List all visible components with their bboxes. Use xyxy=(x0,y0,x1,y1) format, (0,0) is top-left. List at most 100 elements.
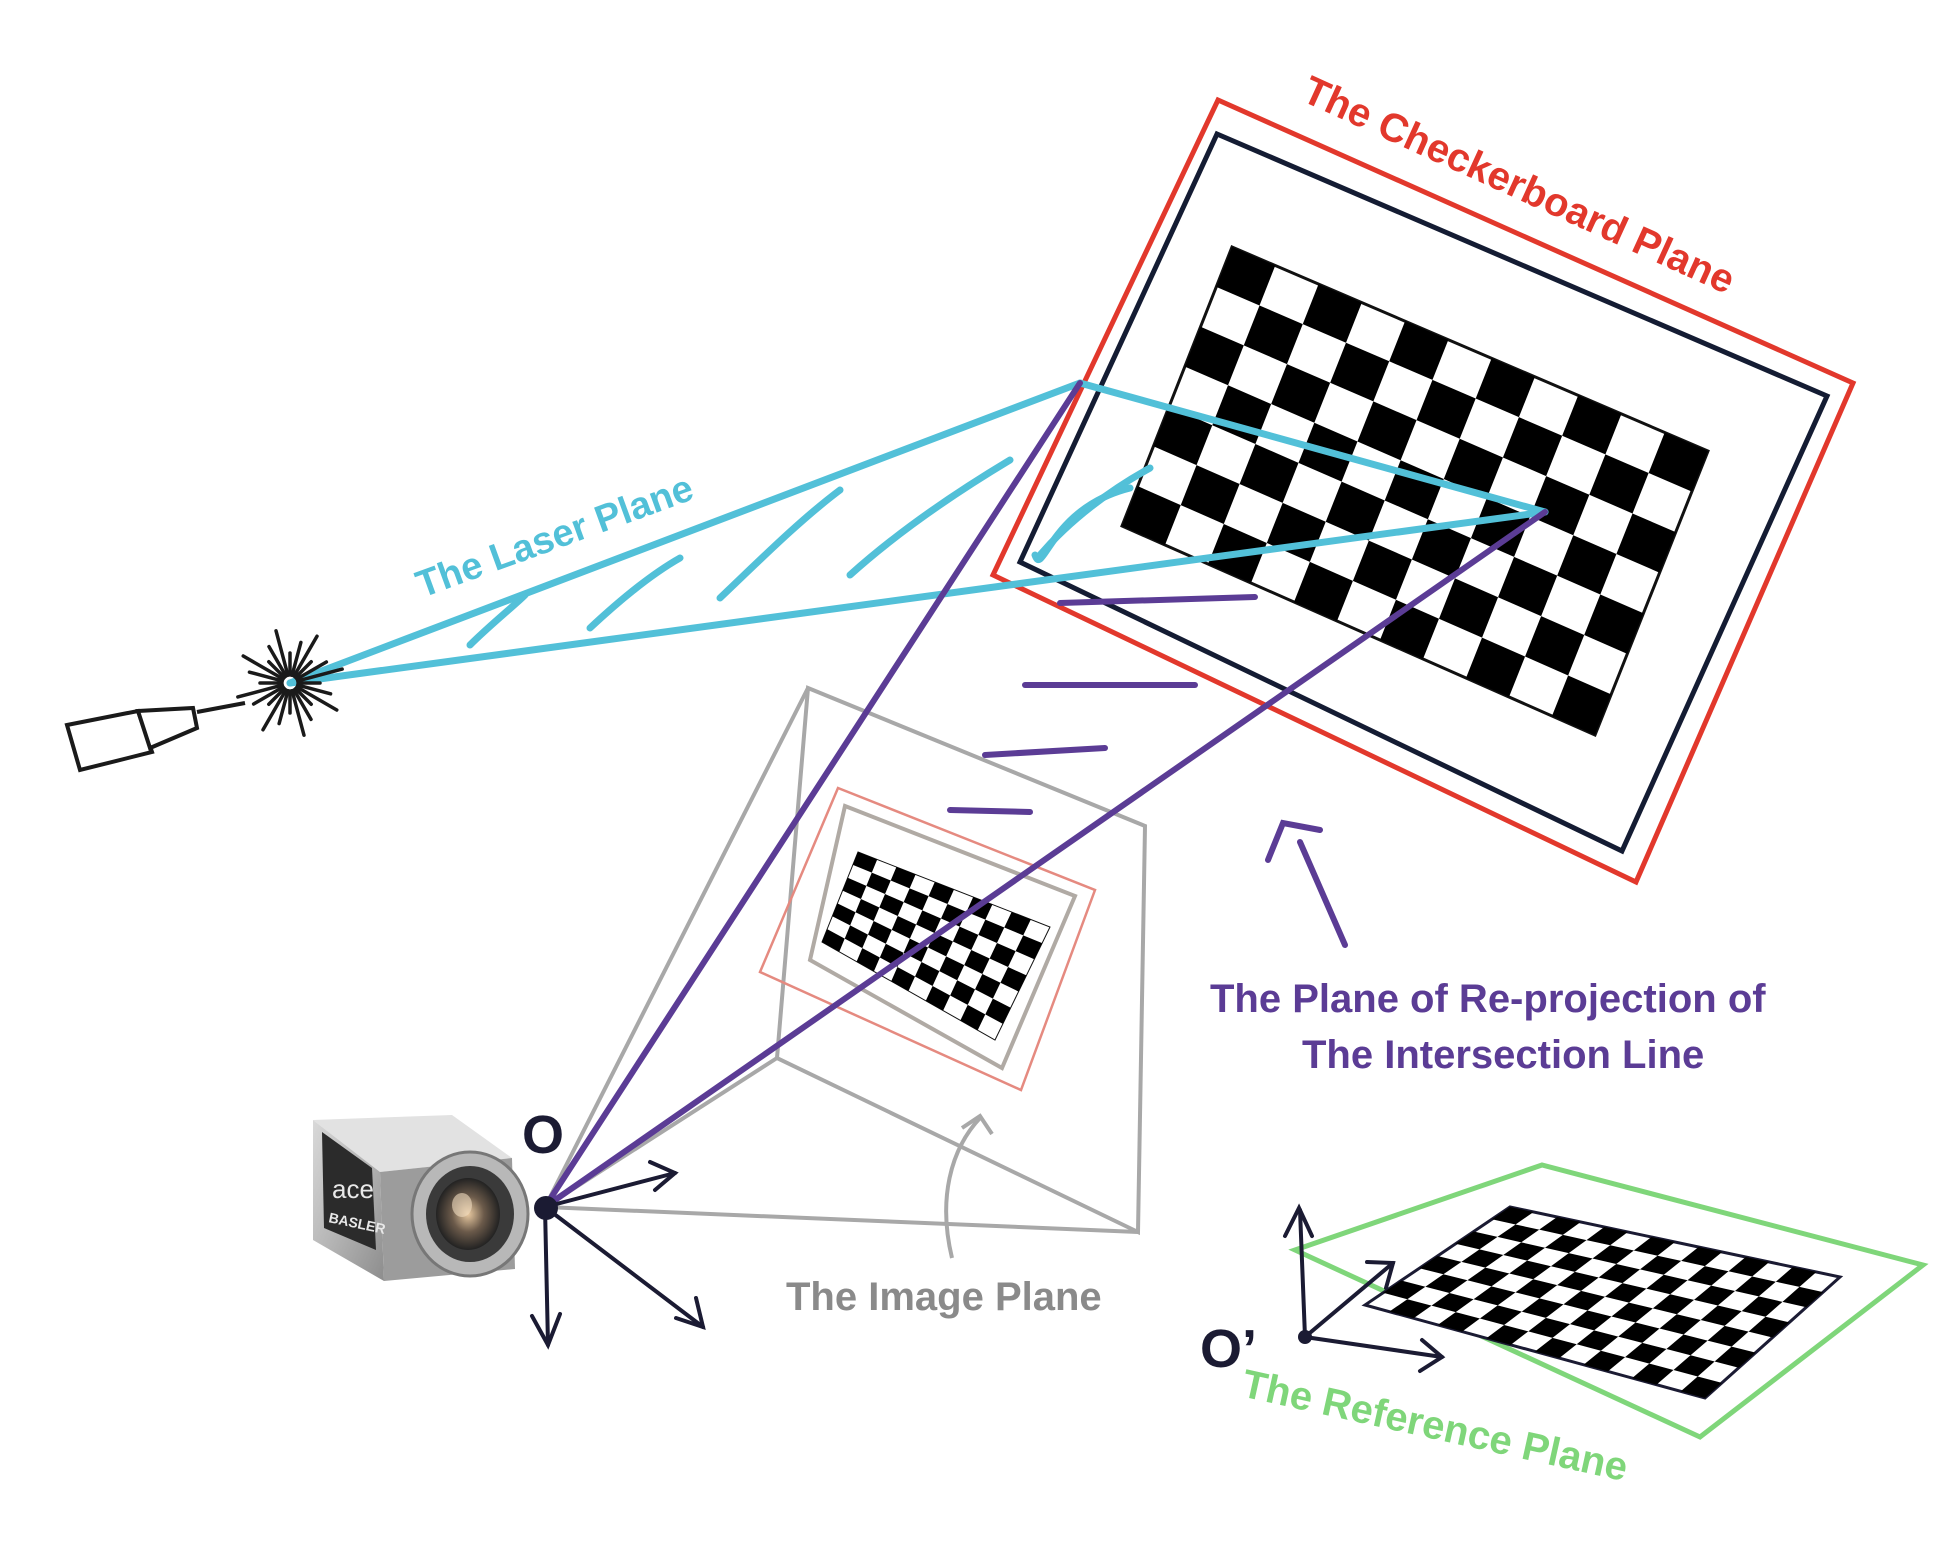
checkerboard-plane xyxy=(989,96,1857,886)
checker-square xyxy=(1000,966,1027,992)
checker-square xyxy=(1431,1292,1474,1313)
checker-square xyxy=(1700,1305,1742,1326)
checker-square xyxy=(1443,438,1503,498)
checkerboard-plane-outline xyxy=(989,96,1857,886)
laser-burst-ray xyxy=(267,686,287,706)
checker-square xyxy=(1535,1337,1577,1359)
laser-burst-ray xyxy=(241,654,285,681)
checker-square xyxy=(1528,1317,1570,1338)
checker-square xyxy=(1659,1314,1701,1335)
checker-square xyxy=(1389,1299,1432,1319)
checker-square xyxy=(1216,247,1276,306)
checker-square xyxy=(1557,535,1617,595)
checker-square xyxy=(1425,1274,1468,1293)
checker-square xyxy=(1004,912,1031,936)
reference-plane-label: The Reference Plane xyxy=(1238,1362,1632,1490)
checker-square xyxy=(1583,1350,1626,1372)
laser-burst-ray xyxy=(290,640,303,678)
checker-square xyxy=(1294,561,1353,621)
laser-burst-ray xyxy=(274,629,290,678)
laser-burst-ray xyxy=(267,644,288,678)
checker-square xyxy=(1525,616,1585,676)
checker-square xyxy=(1239,444,1299,503)
checker-square xyxy=(1605,1283,1647,1303)
laser-plane xyxy=(286,379,1549,687)
laser-burst-ray xyxy=(251,685,285,706)
image-plane-pointer xyxy=(944,1116,982,1259)
checker-square xyxy=(1584,594,1644,654)
checker-square xyxy=(1782,1286,1824,1308)
image-frustum-edge xyxy=(543,687,810,1208)
checker-square xyxy=(1552,675,1612,735)
checker-square xyxy=(856,948,880,972)
checker-square xyxy=(1411,519,1471,579)
checker-square xyxy=(964,949,990,974)
checker-square xyxy=(1616,513,1676,573)
checker-square xyxy=(1153,406,1213,466)
checkerboard-plane-label: The Checkerboard Plane xyxy=(1296,68,1741,303)
checker-square xyxy=(1563,1290,1605,1311)
checker-square xyxy=(879,894,904,917)
laser-burst-ray xyxy=(290,688,306,737)
checker-square xyxy=(1570,1310,1612,1331)
checkerboard-pattern xyxy=(1120,245,1710,738)
checker-square xyxy=(1666,1334,1708,1356)
checker-square xyxy=(1015,935,1043,960)
checker-square xyxy=(1475,358,1535,418)
checker-square xyxy=(1741,1296,1783,1317)
checker-square xyxy=(1389,321,1449,380)
checker-square xyxy=(960,1004,986,1031)
checker-square xyxy=(1562,395,1622,455)
checker-square xyxy=(1479,1305,1522,1325)
laser-burst-ray xyxy=(293,686,313,706)
checker-square xyxy=(1271,364,1331,423)
checker-square xyxy=(1576,1330,1619,1351)
checker-square xyxy=(1473,1286,1516,1306)
checker-square xyxy=(891,967,915,991)
checker-square xyxy=(1673,1355,1715,1377)
checker-square xyxy=(1707,1325,1749,1347)
checker-square xyxy=(1184,326,1244,386)
checker-square xyxy=(1352,540,1412,600)
checker-square xyxy=(1521,1298,1564,1318)
checker-square xyxy=(1503,1242,1545,1261)
reprojection-label-line1: The Plane of Re-projection of xyxy=(1210,977,1766,1021)
checker-square xyxy=(1325,481,1385,541)
reference-plane-outline xyxy=(1288,1162,1929,1440)
checker-square xyxy=(1180,465,1240,525)
checker-square xyxy=(1438,578,1499,638)
checker-square xyxy=(925,985,951,1011)
checker-square xyxy=(978,919,1005,943)
checker-square xyxy=(903,888,929,911)
reference-checkerboard-pattern xyxy=(1361,1205,1844,1400)
checker-square xyxy=(1728,1257,1770,1277)
checker-square xyxy=(844,925,868,949)
laser-burst-ray xyxy=(292,688,313,722)
checker-square xyxy=(989,942,1016,967)
checker-square xyxy=(1357,401,1417,461)
checker-square xyxy=(939,956,965,981)
checker-square xyxy=(1586,1227,1628,1246)
checker-square xyxy=(1491,1207,1534,1225)
checker-square xyxy=(1611,1302,1653,1323)
checker-square xyxy=(1714,1346,1756,1368)
checker-square xyxy=(1437,1312,1480,1332)
checker-square xyxy=(1687,1266,1729,1286)
reference-plane xyxy=(1283,1162,1929,1440)
checker-square xyxy=(915,962,940,986)
camera-origin-label: O xyxy=(522,1105,564,1165)
reprojection-plane xyxy=(542,380,1548,1210)
checker-square xyxy=(1416,379,1476,439)
checker-square xyxy=(852,852,878,873)
checker-square xyxy=(985,998,1011,1024)
checker-square xyxy=(1539,1217,1581,1235)
checker-square xyxy=(891,916,917,939)
image-plane-label: The Image Plane xyxy=(786,1275,1102,1319)
laser-burst-ray xyxy=(295,667,344,683)
checker-square xyxy=(916,910,941,933)
reference-origin-label: O’ xyxy=(1200,1319,1257,1379)
camera-origin-point xyxy=(534,1196,558,1220)
checker-square xyxy=(1302,284,1362,343)
checker-square xyxy=(1486,1324,1529,1345)
